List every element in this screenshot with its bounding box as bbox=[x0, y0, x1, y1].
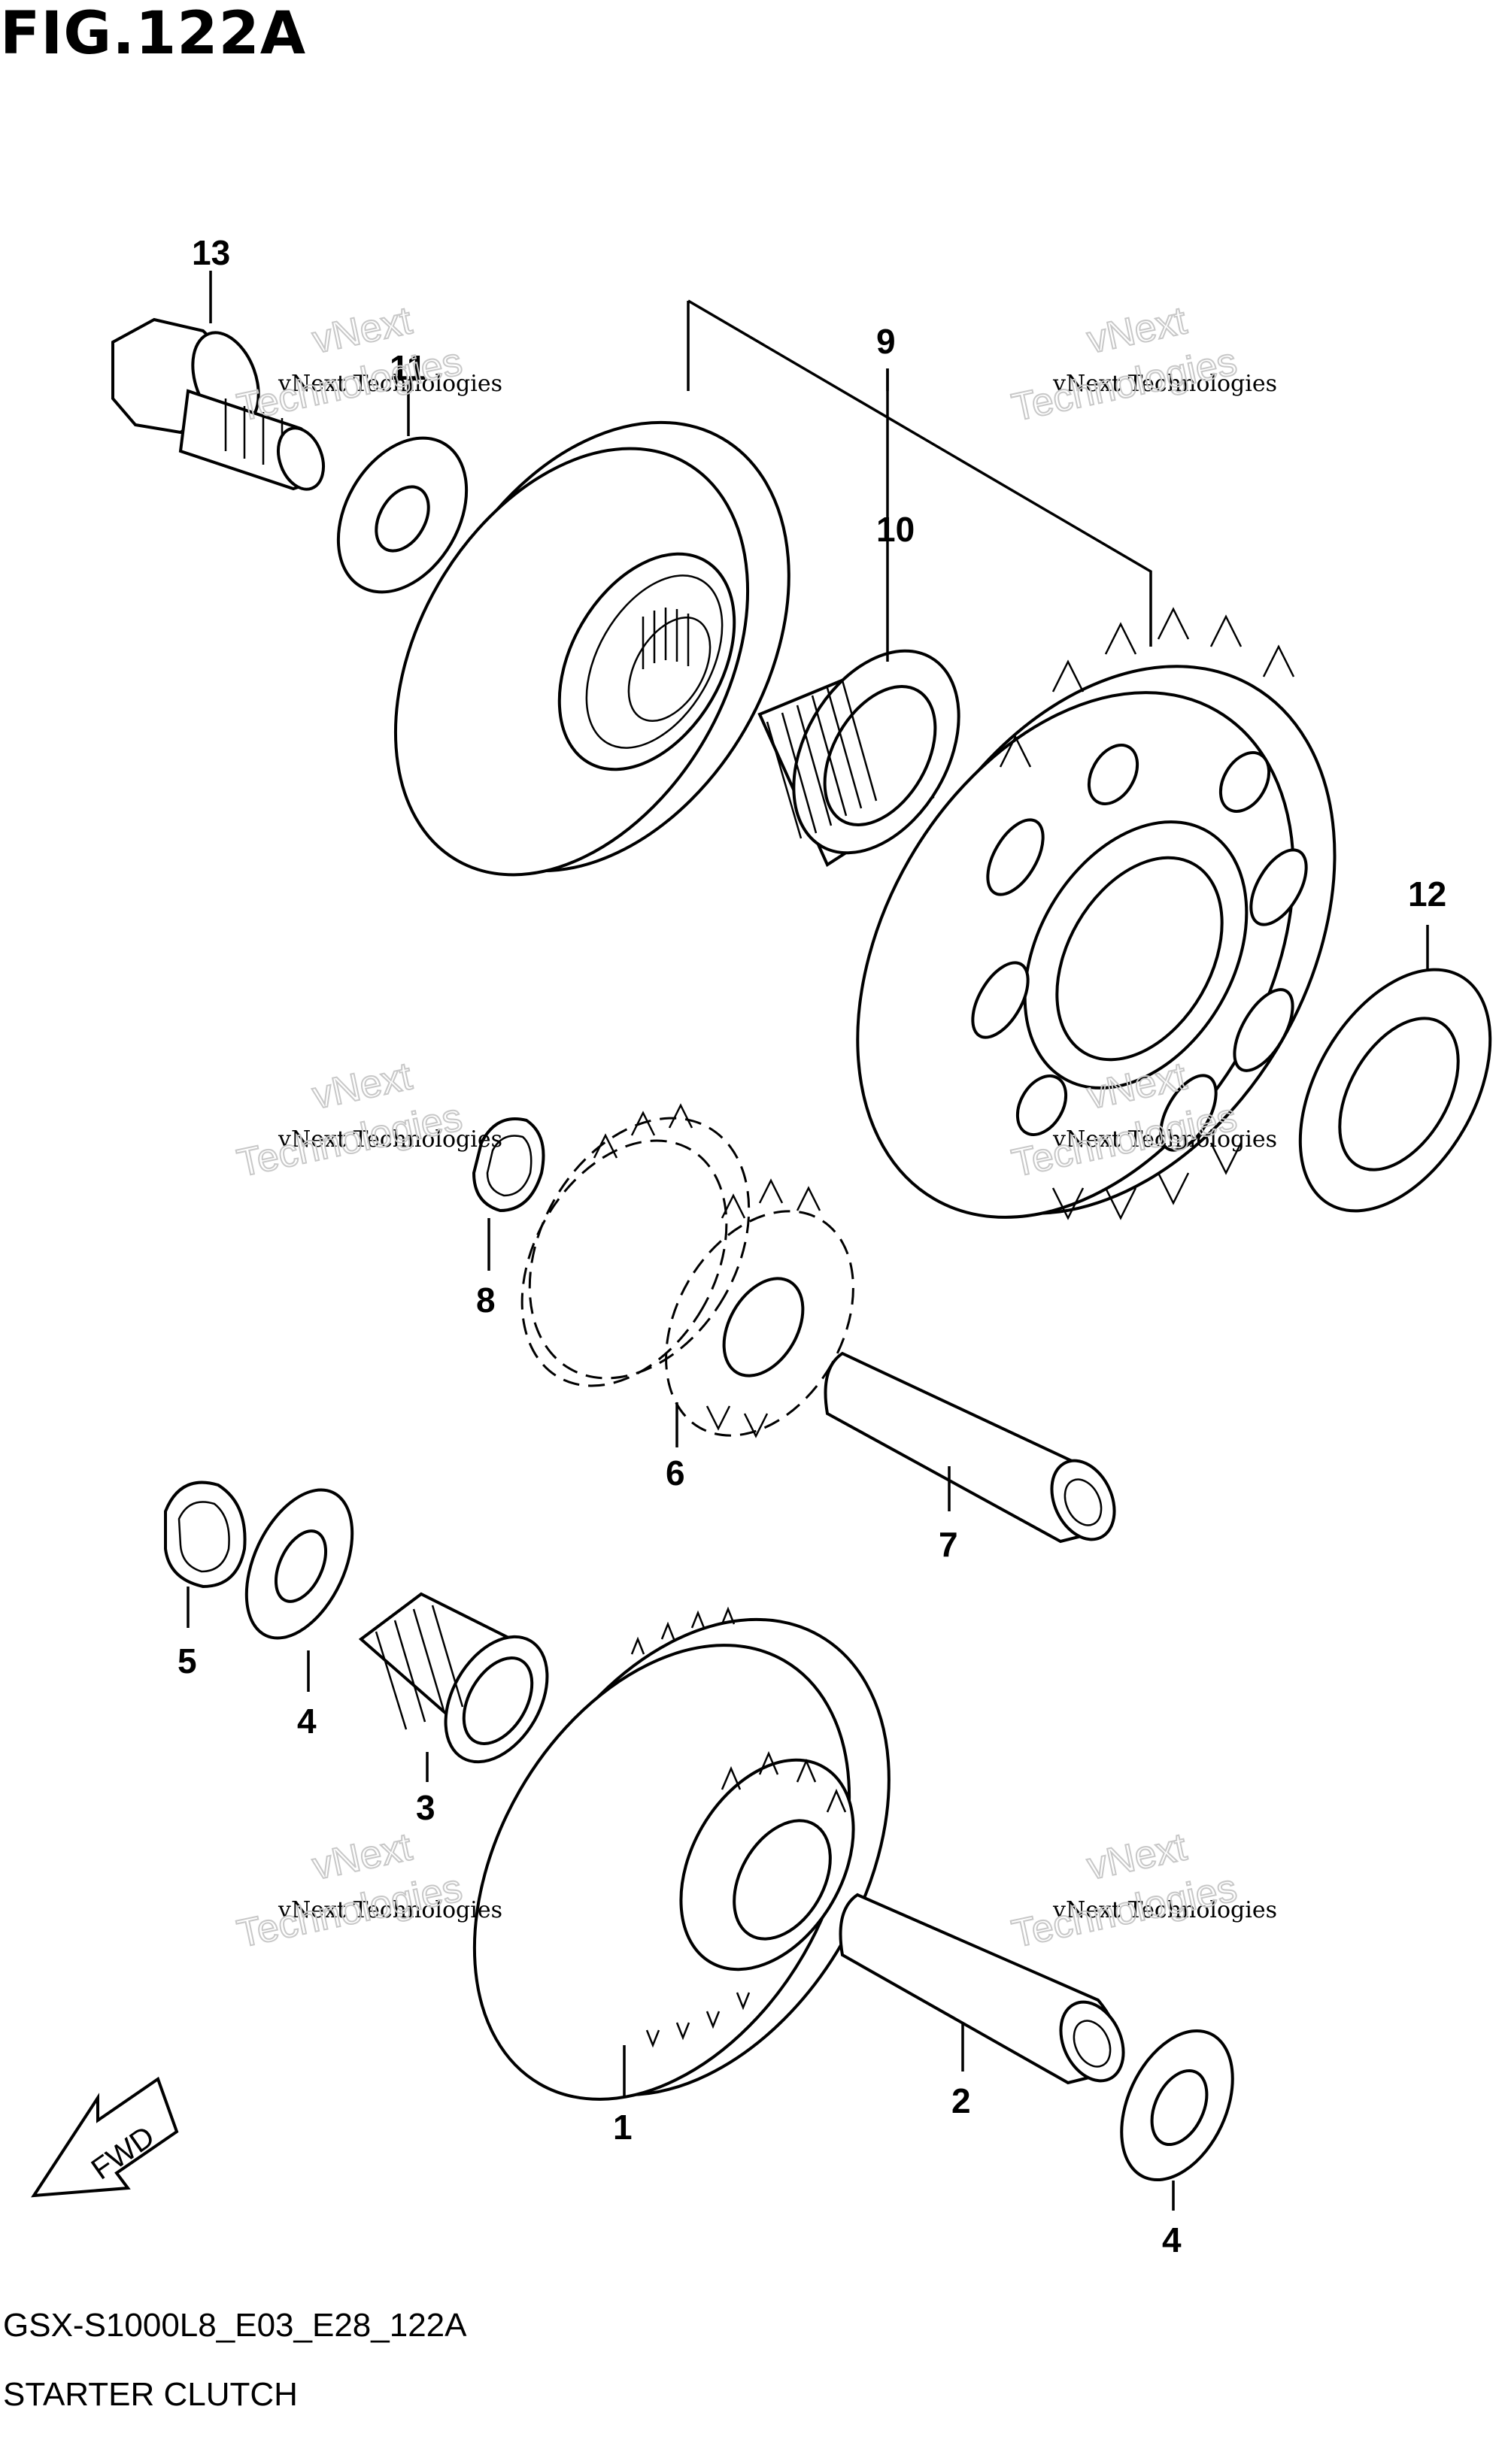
callout-6: 6 bbox=[666, 1453, 685, 1493]
part-13-bolt[interactable] bbox=[111, 317, 332, 496]
section-name: STARTER CLUTCH bbox=[3, 2376, 298, 2413]
svg-text:vNext Technologies: vNext Technologies bbox=[278, 371, 502, 397]
leader-lines bbox=[187, 271, 1429, 2211]
callout-5: 5 bbox=[178, 1641, 197, 1681]
part-6-idle-gear[interactable] bbox=[481, 1079, 892, 1469]
starter-driven-gear[interactable] bbox=[769, 584, 1428, 1295]
callout-7: 7 bbox=[939, 1525, 958, 1564]
part-2-shaft[interactable] bbox=[839, 1893, 1136, 2091]
callout-4-lower: 4 bbox=[1162, 2220, 1182, 2259]
callout-10: 10 bbox=[876, 510, 915, 549]
part-5-circlip[interactable] bbox=[164, 1481, 247, 1589]
callout-numbers: 13 11 9 10 12 8 6 7 5 4 3 1 2 4 bbox=[178, 233, 1446, 2259]
part-4-washer-upper[interactable] bbox=[225, 1473, 374, 1654]
model-code: GSX-S1000L8_E03_E28_122A bbox=[3, 2307, 467, 2344]
svg-text:vNext Technologies: vNext Technologies bbox=[1052, 1126, 1277, 1153]
part-3-needle-bearing[interactable] bbox=[358, 1592, 568, 1780]
part-11-washer[interactable] bbox=[312, 415, 493, 615]
part-4-washer-lower[interactable] bbox=[1100, 2013, 1255, 2197]
part-10-needle-bearing[interactable] bbox=[757, 622, 993, 882]
svg-text:vNext Technologies: vNext Technologies bbox=[1052, 1897, 1277, 1923]
svg-text:vNext Technologies: vNext Technologies bbox=[278, 1126, 502, 1153]
callout-9: 9 bbox=[876, 322, 896, 361]
fwd-arrow-icon: FWD bbox=[31, 2076, 179, 2198]
callout-3: 3 bbox=[416, 1788, 435, 1827]
callout-1: 1 bbox=[613, 2108, 633, 2147]
part-1-starter-idle-gear[interactable] bbox=[398, 1550, 969, 2166]
part-9-clutch-housing[interactable] bbox=[323, 356, 866, 938]
figure-title: FIG.122A bbox=[0, 0, 307, 68]
callout-11: 11 bbox=[390, 348, 426, 387]
part-8-circlip[interactable] bbox=[472, 1117, 545, 1213]
part-12-washer[interactable] bbox=[1261, 937, 1502, 1244]
callout-4-upper: 4 bbox=[297, 1702, 317, 1741]
svg-text:vNext Technologies: vNext Technologies bbox=[1052, 371, 1277, 397]
callout-13: 13 bbox=[192, 233, 230, 272]
callout-2: 2 bbox=[951, 2081, 971, 2120]
callout-8: 8 bbox=[476, 1280, 496, 1320]
callout-12: 12 bbox=[1408, 874, 1446, 914]
part-7-shaft[interactable] bbox=[824, 1351, 1127, 1550]
svg-text:vNext Technologies: vNext Technologies bbox=[278, 1897, 502, 1923]
